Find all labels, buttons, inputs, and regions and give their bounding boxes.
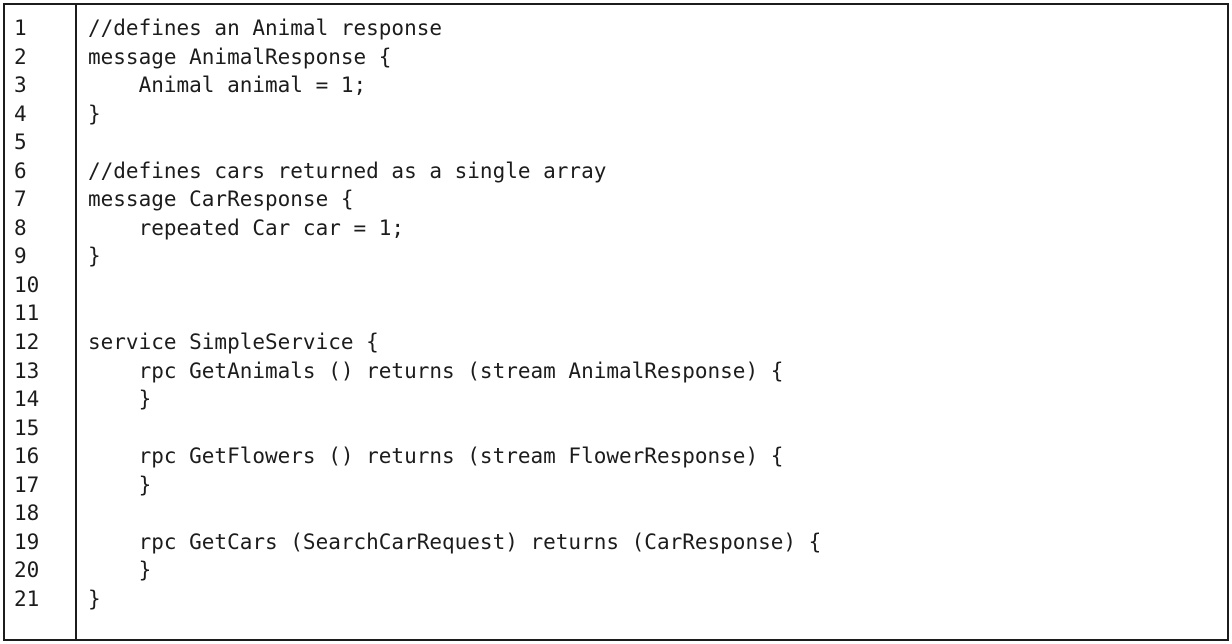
- line-number: 6: [14, 158, 27, 183]
- line-number: 20: [14, 558, 40, 583]
- line-number: 21: [14, 586, 40, 611]
- code-line: }: [88, 586, 101, 611]
- line-number: 17: [14, 472, 40, 497]
- code-line: service SimpleService {: [88, 330, 379, 355]
- line-number: 8: [14, 215, 27, 240]
- line-number: 12: [14, 330, 40, 355]
- line-number: 16: [14, 444, 40, 469]
- line-number: 3: [14, 73, 27, 98]
- code-line: }: [88, 558, 152, 583]
- code-line: }: [88, 244, 101, 269]
- line-number: 2: [14, 44, 27, 69]
- line-number: 10: [14, 272, 40, 297]
- code-line: Animal animal = 1;: [88, 73, 367, 98]
- code-line: rpc GetCars (SearchCarRequest) returns (…: [88, 529, 822, 554]
- code-line: }: [88, 387, 152, 412]
- line-number: 7: [14, 187, 27, 212]
- line-number: 13: [14, 358, 40, 383]
- line-number: 5: [14, 130, 27, 155]
- code-line: rpc GetAnimals () returns (stream Animal…: [88, 358, 784, 383]
- line-number: 15: [14, 415, 40, 440]
- code-area: //defines an Animal response message Anim…: [77, 5, 1227, 639]
- code-line: rpc GetFlowers () returns (stream Flower…: [88, 444, 784, 469]
- code-line: }: [88, 472, 152, 497]
- line-number: 4: [14, 101, 27, 126]
- line-number: 19: [14, 529, 40, 554]
- code-line: [88, 128, 1227, 157]
- code-line: repeated Car car = 1;: [88, 215, 405, 240]
- code-line: [88, 299, 1227, 328]
- line-number: 18: [14, 501, 40, 526]
- line-number: 9: [14, 244, 27, 269]
- line-number: 1: [14, 16, 27, 40]
- code-line: [88, 414, 1227, 443]
- code-line: [88, 271, 1227, 300]
- code-line: //defines cars returned as a single arra…: [88, 158, 607, 183]
- code-line: message AnimalResponse {: [88, 44, 392, 69]
- line-number: 14: [14, 387, 40, 412]
- code-line: //defines an Animal response: [88, 16, 443, 40]
- line-number: 11: [14, 301, 40, 326]
- code-line: message CarResponse {: [88, 187, 354, 212]
- code-line: }: [88, 101, 101, 126]
- code-line: [88, 499, 1227, 528]
